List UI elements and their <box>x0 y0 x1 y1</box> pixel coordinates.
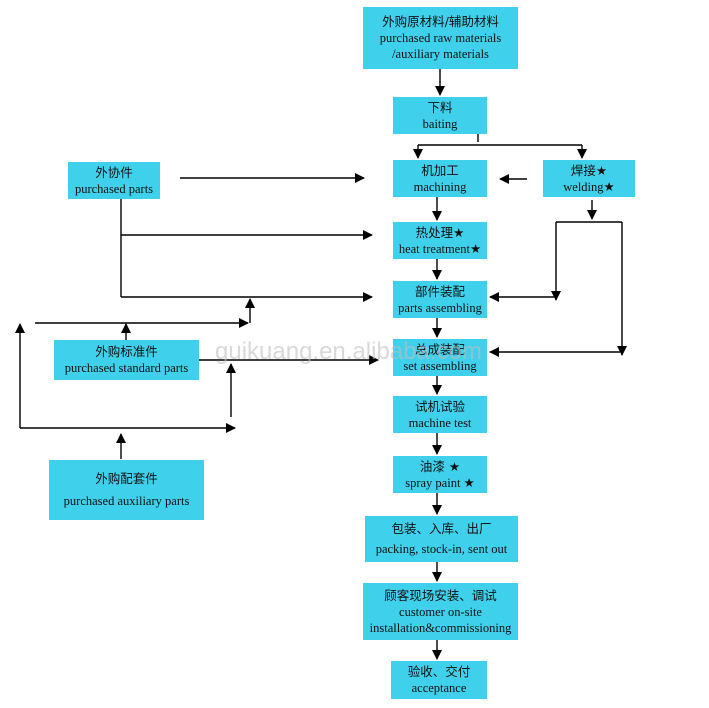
watermark-text: guikuang.en.alibaba.com <box>215 338 482 365</box>
baiting-cn: 下料 <box>427 99 453 115</box>
auxiliary-parts-box: 外购配套件 purchased auxiliary parts <box>49 460 204 520</box>
machine-test-cn: 试机试验 <box>414 398 465 414</box>
welding-box: 焊接★ welding★ <box>543 160 635 197</box>
purchased-parts-cn: 外协件 <box>95 164 133 180</box>
installation-box: 顾客现场安装、调试 customer on-site installation&… <box>363 583 518 640</box>
machine-test-en: machine test <box>408 415 472 430</box>
spray-paint-cn: 油漆 ★ <box>419 458 461 474</box>
baiting-en: baiting <box>422 116 458 131</box>
machining-cn: 机加工 <box>421 162 459 178</box>
raw-materials-en-line1: purchased raw materials <box>379 31 502 45</box>
parts-assembling-box: 部件装配 parts assembling <box>393 281 487 318</box>
raw-materials-cn: 外购原材料/辅助材料 <box>382 14 499 29</box>
spray-paint-box: 油漆 ★ spray paint ★ <box>393 456 487 493</box>
parts-assembling-cn: 部件装配 <box>414 283 465 299</box>
auxiliary-parts-en: purchased auxiliary parts <box>63 494 190 508</box>
welding-cn: 焊接★ <box>570 162 608 178</box>
machining-box: 机加工 machining <box>393 160 487 197</box>
purchased-parts-box: 外协件 purchased parts <box>68 162 160 199</box>
acceptance-en: acceptance <box>411 681 467 695</box>
machine-test-box: 试机试验 machine test <box>393 396 487 433</box>
installation-en-line1: customer on-site <box>399 604 482 619</box>
installation-en-line2: installation&commissioning <box>369 620 512 635</box>
baiting-box: 下料 baiting <box>393 97 487 134</box>
parts-assembling-en: parts assembling <box>398 300 482 315</box>
welding-en: welding★ <box>563 179 615 194</box>
heat-treatment-en: heat treatment★ <box>398 241 482 256</box>
acceptance-cn: 验收、交付 <box>407 664 471 679</box>
spray-paint-en: spray paint ★ <box>405 475 475 490</box>
installation-cn: 顾客现场安装、调试 <box>384 587 497 603</box>
acceptance-box: 验收、交付 acceptance <box>391 661 487 699</box>
raw-materials-en-line2: /auxiliary materials <box>392 47 489 61</box>
set-assembling-cn: 总成装配 <box>414 341 465 357</box>
set-assembling-en: set assembling <box>403 358 477 373</box>
machining-en: machining <box>413 179 467 194</box>
packing-box: 包装、入库、出厂 packing, stock-in, sent out <box>365 516 518 562</box>
set-assembling-box: 总成装配 set assembling <box>393 339 487 376</box>
standard-parts-en: purchased standard parts <box>64 361 189 375</box>
raw-materials-box: 外购原材料/辅助材料 purchased raw materials /auxi… <box>363 7 518 69</box>
packing-en: packing, stock-in, sent out <box>375 542 508 556</box>
standard-parts-cn: 外购标准件 <box>95 344 158 359</box>
standard-parts-box: 外购标准件 purchased standard parts <box>54 340 199 380</box>
heat-treatment-box: 热处理★ heat treatment★ <box>393 222 487 259</box>
packing-cn: 包装、入库、出厂 <box>391 521 492 536</box>
auxiliary-parts-cn: 外购配套件 <box>95 471 158 486</box>
purchased-parts-en: purchased parts <box>74 181 154 196</box>
heat-treatment-cn: 热处理★ <box>415 224 465 240</box>
